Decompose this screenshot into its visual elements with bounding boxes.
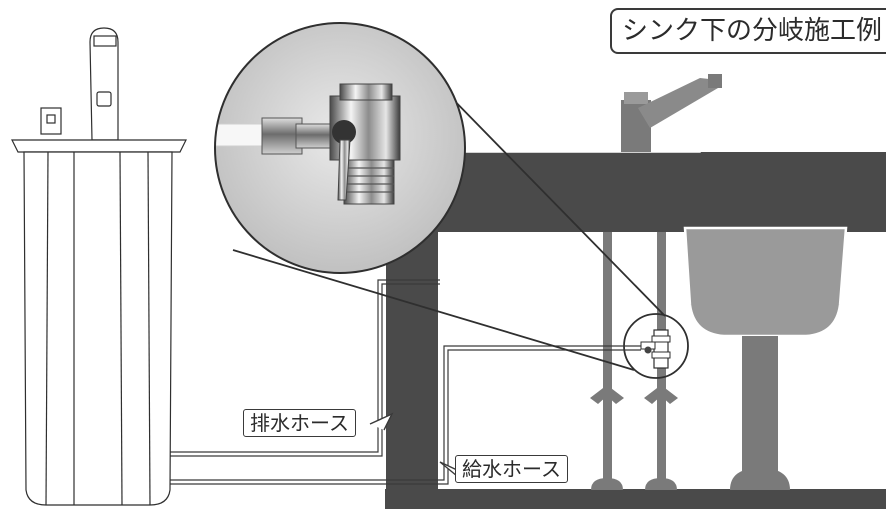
cabinet-floor	[385, 489, 886, 509]
sink-bowl	[683, 226, 848, 338]
drain-hose-label: 排水ホース	[243, 409, 356, 437]
hose-lines	[170, 279, 641, 485]
drain-trap-base	[730, 468, 790, 490]
branch-valve-small	[640, 329, 671, 369]
sink-drain-pipe	[742, 336, 778, 476]
branch-valve-photo	[214, 22, 466, 274]
supply-hose-label: 給水ホース	[455, 455, 568, 483]
diagram-title: シンク下の分岐施工例	[610, 8, 886, 54]
counter-front-panel	[386, 232, 438, 489]
water-purifier	[11, 27, 187, 506]
kitchen-faucet	[621, 74, 722, 152]
